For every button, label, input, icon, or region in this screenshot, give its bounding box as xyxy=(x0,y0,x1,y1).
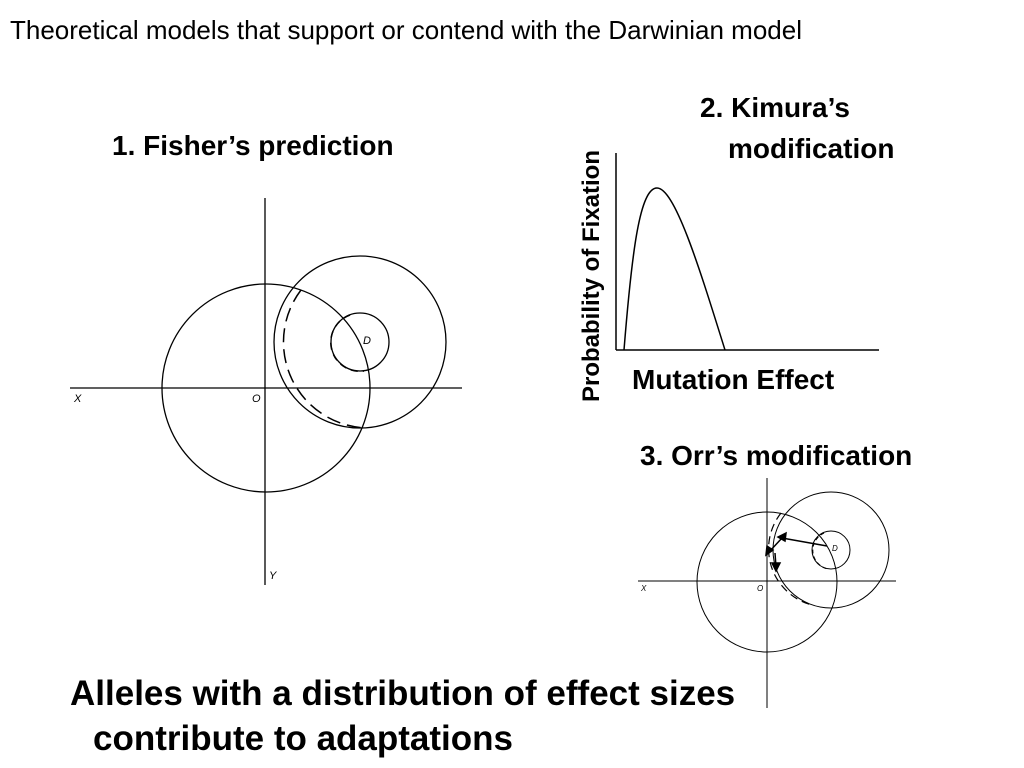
fisher-circle-d xyxy=(273,255,447,429)
fisher-dashed-arc-large xyxy=(282,289,368,429)
kimura-fixation-curve-chart xyxy=(615,153,879,351)
fisher-panel-title: 1. Fisher’s prediction xyxy=(112,130,394,161)
orr-step-arrowhead-1 xyxy=(776,531,787,543)
conclusion-line1: Alleles with a distribution of effect si… xyxy=(70,674,736,713)
kimura-fixation-curve xyxy=(623,187,726,351)
orr-dashed-arc-large xyxy=(768,512,813,606)
orr-circle-origin xyxy=(696,511,838,653)
orr-step-arrowhead-2 xyxy=(765,544,775,557)
conclusion-line2: contribute to adaptations xyxy=(93,719,513,758)
orr-x-label: X xyxy=(640,584,647,593)
kimura-panel-title-line1: 2. Kimura’s xyxy=(700,92,850,123)
orr-circle-d-small xyxy=(811,530,851,570)
fisher-x-label: X xyxy=(73,393,82,405)
orr-circle-d xyxy=(772,491,890,609)
fisher-circle-origin xyxy=(161,283,371,493)
orr-origin-label: O xyxy=(757,584,763,593)
orr-dashed-arc-small xyxy=(812,532,829,570)
orr-panel-title: 3. Orr’s modification xyxy=(640,440,913,471)
orr-geometric-diagram: X O D xyxy=(638,478,896,708)
orr-d-label: D xyxy=(832,544,838,553)
fisher-dashed-arc-small xyxy=(330,314,365,373)
fisher-geometric-diagram: X O Y D xyxy=(70,198,462,585)
kimura-panel-title-line2: modification xyxy=(728,133,895,164)
orr-step-arrowhead-3 xyxy=(770,562,782,573)
orr-step-arrow-1 xyxy=(781,537,828,547)
fisher-y-label: Y xyxy=(269,570,277,582)
kimura-x-axis-label: Mutation Effect xyxy=(632,364,835,395)
fisher-origin-label: O xyxy=(252,393,261,405)
fisher-d-label: D xyxy=(363,335,371,347)
slide-title: Theoretical models that support or conte… xyxy=(10,15,802,45)
fisher-circle-d-small xyxy=(330,312,390,372)
